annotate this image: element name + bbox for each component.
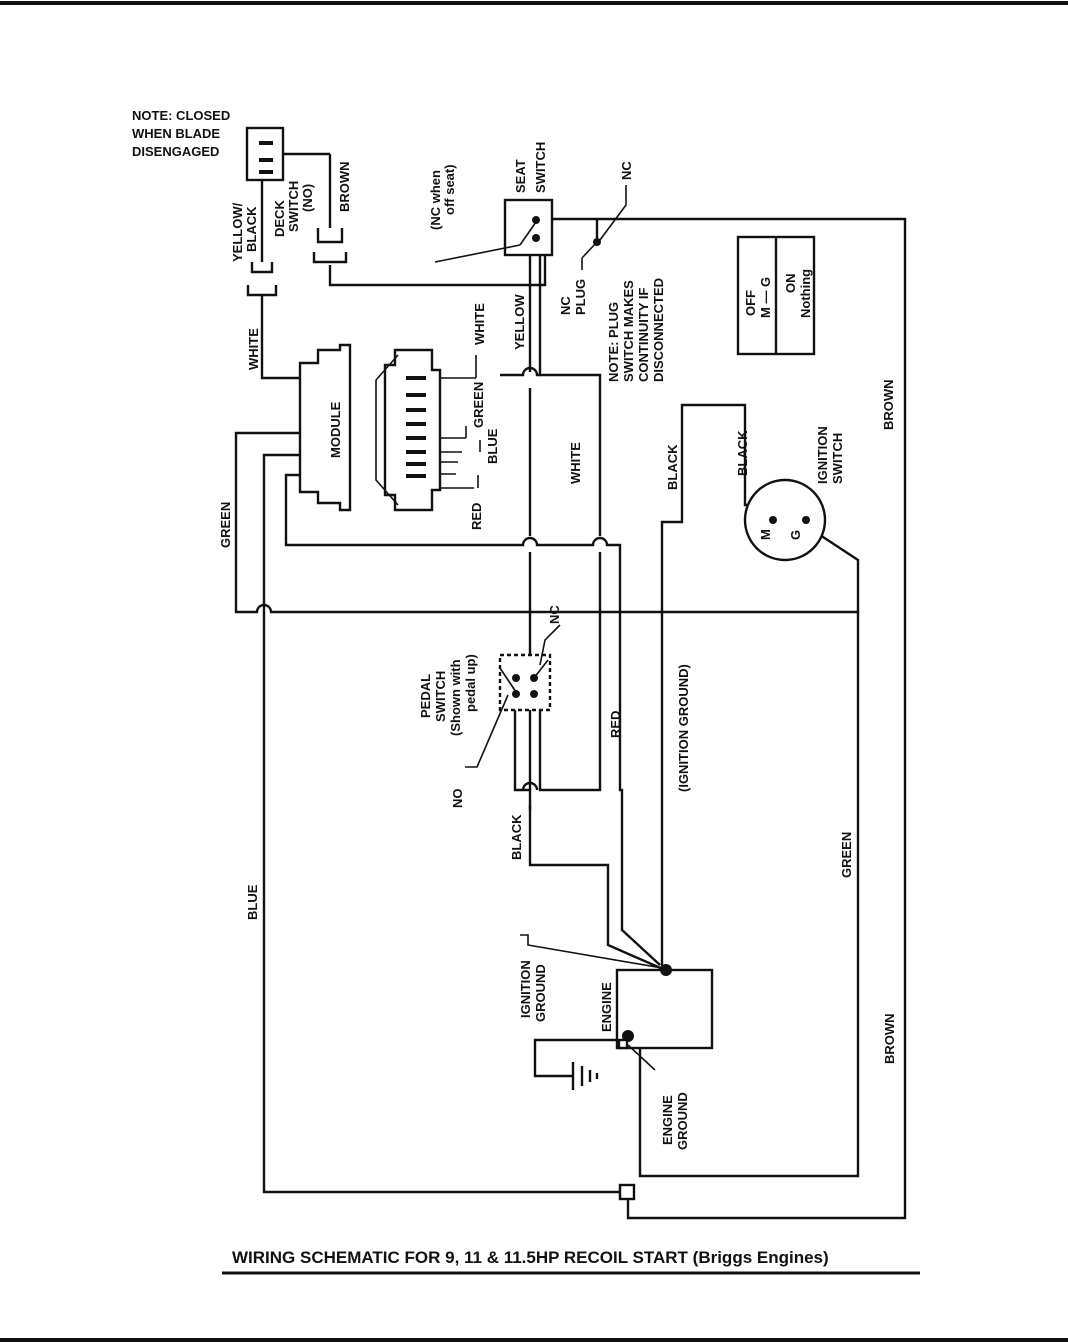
- label-black-ign: BLACK: [735, 430, 750, 476]
- diagram-title: WIRING SCHEMATIC FOR 9, 11 & 11.5HP RECO…: [232, 1248, 829, 1267]
- label-plug-note-2: SWITCH MAKES: [621, 280, 636, 382]
- label-pedal-1: PEDAL: [418, 674, 433, 718]
- label-brown-deck: BROWN: [337, 161, 352, 212]
- deck-note-line1: NOTE: CLOSED: [132, 108, 230, 123]
- label-deck-2: SWITCH: [286, 181, 301, 232]
- label-brown-lower: BROWN: [882, 1013, 897, 1064]
- label-green-left: GREEN: [218, 502, 233, 548]
- connector-brown: [312, 228, 348, 264]
- rotated-labels: YELLOW/ BLACK DECK SWITCH (NO) BROWN WHI…: [218, 142, 897, 1150]
- label-ign-switch-2: SWITCH: [830, 433, 845, 484]
- label-brown-right-top: BROWN: [881, 379, 896, 430]
- label-nc-seat-2: off seat): [442, 164, 457, 215]
- wire-black-pedal: [513, 700, 666, 972]
- wire-white-module: [260, 305, 300, 380]
- label-plug-white: WHITE: [472, 303, 487, 345]
- table-mg: M — G: [758, 277, 773, 318]
- label-no-pedal: NO: [450, 789, 465, 809]
- wire-white-seat: [538, 255, 602, 792]
- wire-brown-deck: [328, 250, 547, 287]
- label-red: RED: [608, 711, 623, 738]
- label-terminal-g: G: [788, 530, 803, 540]
- module-plug: [375, 348, 442, 512]
- label-pedal-4: pedal up): [463, 654, 478, 712]
- table-nothing: Nothing: [798, 269, 813, 318]
- wire-engine-ground: [533, 1038, 620, 1078]
- label-black-pedal: BLACK: [509, 814, 524, 860]
- table-on: ON: [783, 274, 798, 294]
- label-yellow: YELLOW: [512, 294, 527, 350]
- label-white-mid: WHITE: [568, 442, 583, 484]
- leader-no-pedal: [465, 694, 509, 768]
- label-terminal-m: M: [758, 529, 773, 540]
- label-yellow-black-1: YELLOW/: [230, 202, 245, 262]
- nc-plug: [581, 219, 601, 270]
- wire-white-hump: [500, 366, 540, 377]
- leader-nc-seat: [434, 244, 521, 263]
- label-engine-ground-2: GROUND: [675, 1092, 690, 1150]
- deck-note-line3: DISENGAGED: [132, 144, 219, 159]
- label-module: MODULE: [328, 401, 343, 458]
- label-engine: ENGINE: [599, 982, 614, 1032]
- label-seat-1: SEAT: [513, 159, 528, 193]
- label-blue: BLUE: [245, 884, 260, 920]
- module: [298, 343, 352, 512]
- pedal-switch: [498, 653, 552, 712]
- ignition-switch: [743, 478, 827, 562]
- label-nc-pedal: NC: [547, 605, 562, 624]
- label-pedal-3: (Shown with: [448, 659, 463, 736]
- label-plug-note-4: DISCONNECTED: [651, 278, 666, 382]
- ground-symbol: [571, 1062, 599, 1090]
- label-deck-1: DECK: [272, 200, 287, 237]
- label-engine-ground-1: ENGINE: [660, 1095, 675, 1145]
- table-off: OFF: [743, 290, 758, 316]
- label-nc-top: NC: [619, 161, 634, 180]
- label-pedal-2: SWITCH: [433, 671, 448, 722]
- wire-green-ignition: [819, 533, 860, 612]
- label-seat-2: SWITCH: [533, 142, 548, 193]
- label-ign-ground-1: IGNITION: [518, 960, 533, 1018]
- ignition-table: [736, 235, 816, 356]
- label-white-module: WHITE: [246, 328, 261, 370]
- deck-switch: [245, 126, 332, 262]
- label-ign-switch-1: IGNITION: [815, 426, 830, 484]
- leader-ignition-ground: [520, 934, 663, 969]
- label-nc-plug-2: PLUG: [573, 279, 588, 315]
- label-plug-blue: BLUE: [485, 428, 500, 464]
- engine: [615, 964, 714, 1201]
- label-plug-green: GREEN: [471, 382, 486, 428]
- wire-blue: [262, 453, 620, 1194]
- wire-brown-outer: [540, 217, 907, 1220]
- label-ign-ground-2: GROUND: [533, 964, 548, 1022]
- label-deck-3: (NO): [300, 184, 315, 212]
- label-plug-note-3: CONTINUITY IF: [636, 288, 651, 382]
- label-ignition-ground-wire: (IGNITION GROUND): [676, 664, 691, 792]
- label-green-lower: GREEN: [839, 832, 854, 878]
- label-nc-seat-1: (NC when: [428, 170, 443, 230]
- label-yellow-black-2: BLACK: [244, 206, 259, 252]
- label-plug-red: RED: [469, 503, 484, 530]
- leader-nc-plug: [599, 185, 627, 241]
- wire-red: [284, 473, 661, 966]
- leader-engine-ground: [627, 1044, 656, 1071]
- deck-note-line2: WHEN BLADE: [132, 126, 220, 141]
- label-nc-plug-1: NC: [558, 296, 573, 315]
- connector-yellow-black: [246, 262, 278, 305]
- label-plug-note-1: NOTE: PLUG: [606, 302, 621, 382]
- label-black-top: BLACK: [665, 444, 680, 490]
- leader-nc-pedal: [539, 624, 561, 666]
- plug-leads: [430, 377, 476, 489]
